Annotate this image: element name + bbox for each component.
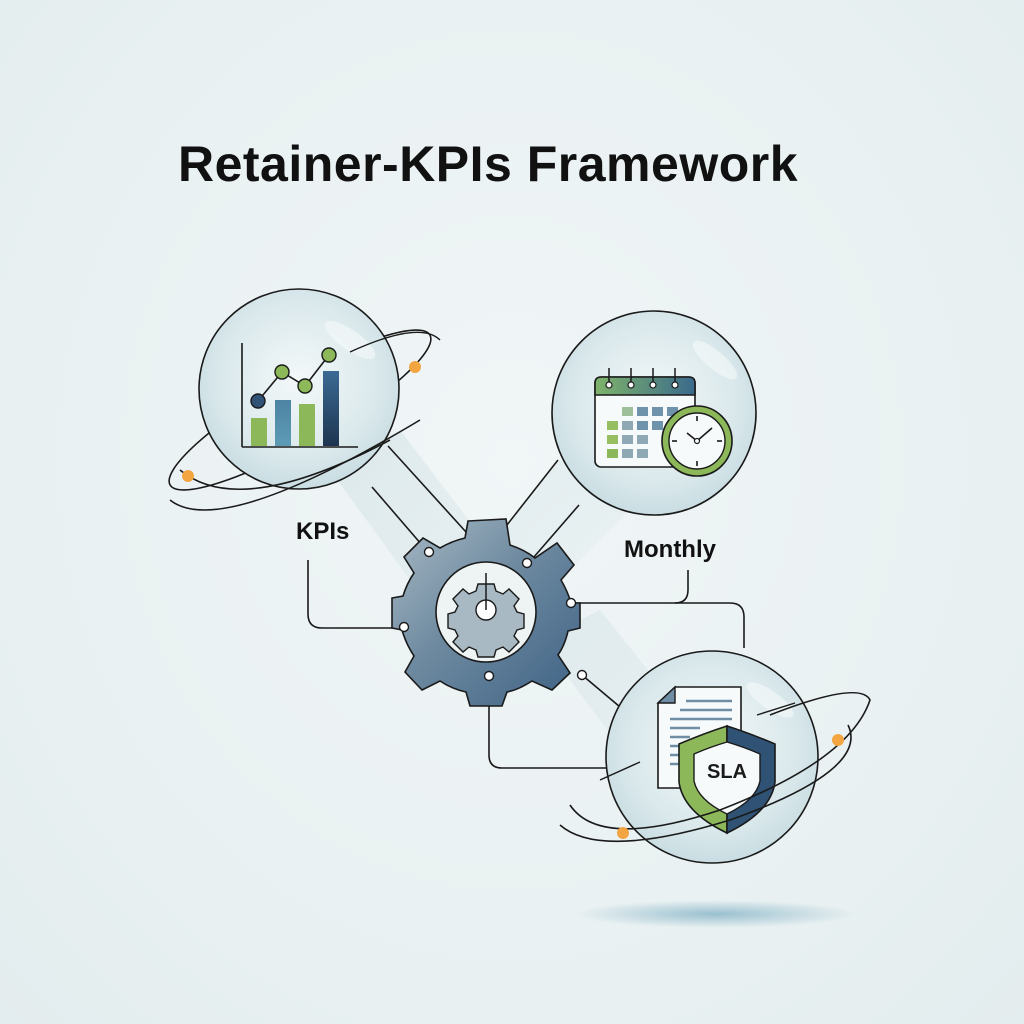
gear-icon [391,518,581,707]
kpis-label: KPIs [296,518,350,545]
orbit-dot [182,470,194,482]
orbit-dot [832,734,844,746]
bar-line-chart-icon [241,343,358,448]
hub-node[interactable] [391,518,666,774]
orbit-dot [409,361,421,373]
kpis-node[interactable] [154,288,446,513]
sla-node[interactable]: SLA [559,650,871,864]
orbit-dot [617,827,629,839]
floor-shadow [575,900,855,928]
sla-label: SLA [707,761,747,783]
calendar-clock-icon [594,368,733,477]
monthly-label: Monthly [624,536,716,563]
connectors [307,445,745,769]
monthly-node[interactable] [551,310,757,516]
page-title-text: Retainer-KPIs Framework [177,136,799,192]
page-title: Retainer-KPIs Framework [0,135,1024,193]
document-shield-icon: SLA [656,685,776,835]
